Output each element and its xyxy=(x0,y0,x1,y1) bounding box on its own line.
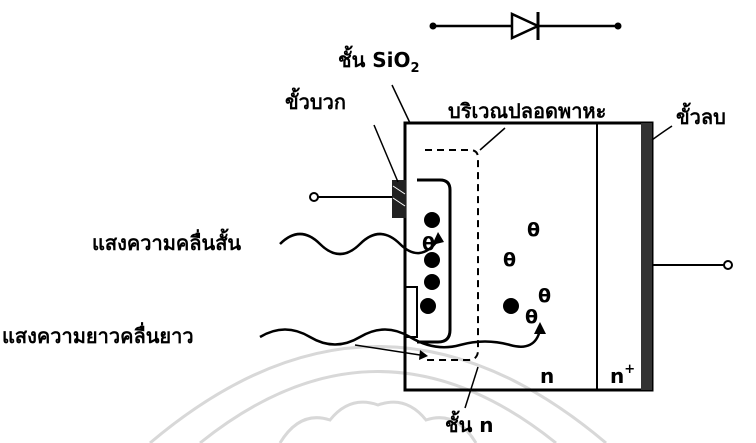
leader-short-extra xyxy=(354,344,421,356)
electron: θ xyxy=(525,306,538,328)
electron: θ xyxy=(422,233,435,255)
leader-depletion xyxy=(479,127,506,151)
long-wavelength-label: แสงความยาวคลื่นยาว xyxy=(2,321,194,348)
electrons: θ θ θ θ θ xyxy=(422,219,551,328)
electron: θ xyxy=(503,249,516,271)
region-n-plus-label: n+ xyxy=(610,362,635,388)
negative-terminal-label: ขั้วลบ xyxy=(676,102,726,129)
negative-lead-terminal xyxy=(723,260,733,270)
positive-electrode xyxy=(392,180,406,218)
device-body xyxy=(403,121,654,392)
watermark-seal xyxy=(149,345,607,443)
hole xyxy=(424,212,440,228)
p-layer-contour xyxy=(417,178,452,344)
short-wavelength-label: แสงความคลื่นสั้น xyxy=(92,228,241,255)
region-n-label: n xyxy=(540,364,554,388)
diode-icon xyxy=(429,12,622,40)
hole xyxy=(424,252,440,268)
leader-sio2 xyxy=(391,84,411,124)
leader-negative xyxy=(651,125,673,141)
depletion-region-label: บริเวณปลอดพาหะ xyxy=(448,99,606,123)
sio2-layer-box xyxy=(404,286,418,338)
long-wavelength-ray xyxy=(259,328,542,349)
negative-electrode xyxy=(641,123,652,390)
hole xyxy=(420,298,436,314)
holes xyxy=(420,212,519,314)
short-wavelength-ray xyxy=(279,232,439,256)
leader-n-layer xyxy=(464,366,479,409)
hole xyxy=(503,298,519,314)
leader-positive xyxy=(373,124,399,183)
n-layer-label: ชั้น n xyxy=(445,410,493,437)
positive-terminal-label: ขั้วบวก xyxy=(285,87,346,114)
electron: θ xyxy=(527,219,540,241)
electron: θ xyxy=(538,285,551,307)
positive-lead-terminal xyxy=(309,192,319,202)
hole xyxy=(424,274,440,290)
sio2-layer-label: ชั้น SiO2 xyxy=(338,45,420,76)
